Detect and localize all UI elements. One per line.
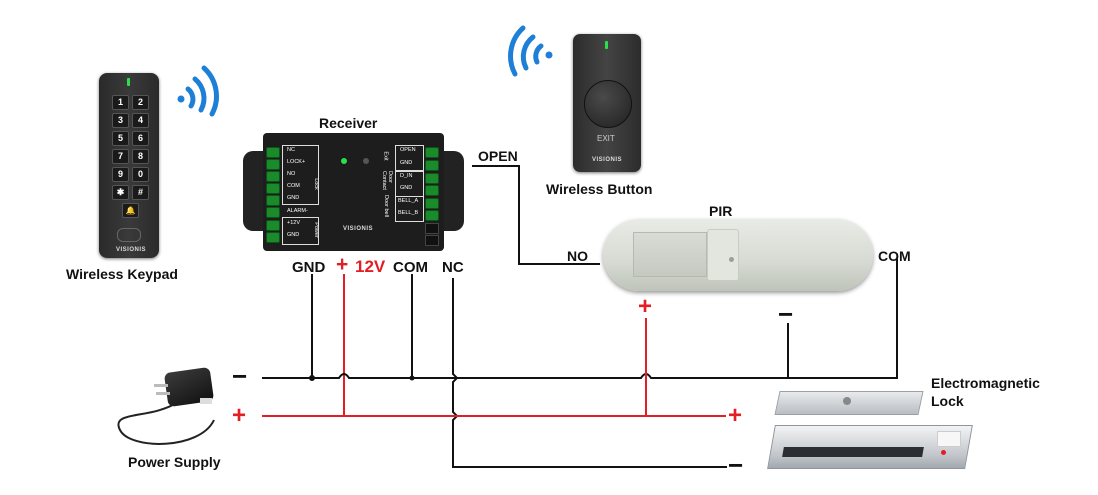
lock-brand-sticker [937,431,961,447]
key-6[interactable]: 6 [132,131,149,146]
keypad-brand: VISIONIS [116,247,147,253]
label-wireless-button: Wireless Button [546,181,653,197]
minus-sign-lock: − [728,450,744,480]
minus-sign-pir: − [778,299,794,329]
term-gnd-power: GND [287,232,300,238]
power-led [341,158,347,164]
label-gnd: GND [292,259,326,276]
key-7[interactable]: 7 [112,149,129,164]
key-0[interactable]: 0 [132,167,149,182]
power-terminal-group [282,217,319,245]
term-gnd-exit: GND [400,160,413,166]
key-8[interactable]: 8 [132,149,149,164]
term-gnd-door: GND [400,185,413,191]
label-nc: NC [442,259,464,276]
label-power-supply: Power Supply [128,454,221,470]
key-3[interactable]: 3 [112,113,129,128]
pir-lens [633,232,707,277]
wifi-icon-keypad [177,65,219,117]
exit-text: EXIT [597,134,615,143]
status-led [127,78,130,86]
button-brand: VISIONIS [592,157,623,163]
label-em-lock-1: Electromagnetic [931,375,1040,391]
group-power-label: Power [312,222,319,238]
key-2[interactable]: 2 [132,95,149,110]
pir-indicator [729,257,734,262]
bell-icon[interactable]: 🔔 [122,203,139,218]
button-led [605,41,608,49]
lock-terminal-group [282,145,319,205]
label-em-lock-2: Lock [931,393,964,409]
nc-wire [452,278,727,468]
key-9[interactable]: 9 [112,167,129,182]
rfid-icon [117,228,141,242]
receiver-brand: VISIONIS [343,226,374,232]
plus-sign-lock: + [728,402,743,429]
term-lock-plus: LOCK+ [287,159,306,165]
label-pir: PIR [709,203,733,219]
key-5[interactable]: 5 [112,131,129,146]
group-exit-label: Exit [382,151,389,161]
key-hash[interactable]: # [132,185,149,200]
receiver-unit: NC LOCK+ NO COM GND ALARM- +12V GND Lock… [243,133,464,251]
key-1[interactable]: 1 [112,95,129,110]
key-4[interactable]: 4 [132,113,149,128]
electromagnetic-lock [765,387,973,487]
lock-status-led [941,450,946,455]
mount-flange-left [243,151,265,231]
label-com: COM [393,259,428,276]
power-supply-adapter [152,364,218,410]
magnet-face [782,447,924,457]
receiver-body: NC LOCK+ NO COM GND ALARM- +12V GND Lock… [263,133,444,251]
relay-led [363,158,369,164]
group-bell-label: Door bell [383,195,389,218]
pir-sensor [603,219,873,291]
term-12v: +12V [287,220,300,226]
key-star[interactable]: ✱ [112,185,129,200]
plus-sign-12v: + [336,253,349,276]
term-bell-b: BELL_B [398,210,419,216]
term-gnd: GND [287,195,300,201]
wireless-keypad: 1 2 3 4 5 6 7 8 9 0 ✱ # 🔔 VISIONIS [99,73,159,258]
mount-flange-right [442,151,464,231]
minus-sign-psu: − [232,361,248,391]
label-open: OPEN [478,148,518,164]
term-alarm: ALARM- [287,208,308,214]
term-bell-a: BELL_A [398,198,419,204]
plus-sign-psu: + [232,402,247,429]
wifi-icon-button [508,25,553,77]
label-no: NO [567,248,588,264]
label-receiver: Receiver [319,115,378,131]
negative-bus [262,258,898,379]
term-nc: NC [287,147,295,153]
term-open: OPEN [400,147,416,153]
wireless-exit-button: EXIT VISIONIS [573,34,641,172]
exit-push-button[interactable] [584,80,632,128]
plus-sign-pir: + [638,293,653,320]
pir-window [707,229,739,281]
term-com: COM [287,183,300,189]
group-lock-label: Lock [312,178,319,190]
label-com-pir: COM [878,248,911,264]
term-d-in: D_IN [400,173,413,179]
term-no: NO [287,171,296,177]
open-to-no-wire [472,165,600,265]
armature-screw [843,397,851,405]
label-wireless-keypad: Wireless Keypad [66,266,178,282]
label-12v: 12V [355,257,386,276]
